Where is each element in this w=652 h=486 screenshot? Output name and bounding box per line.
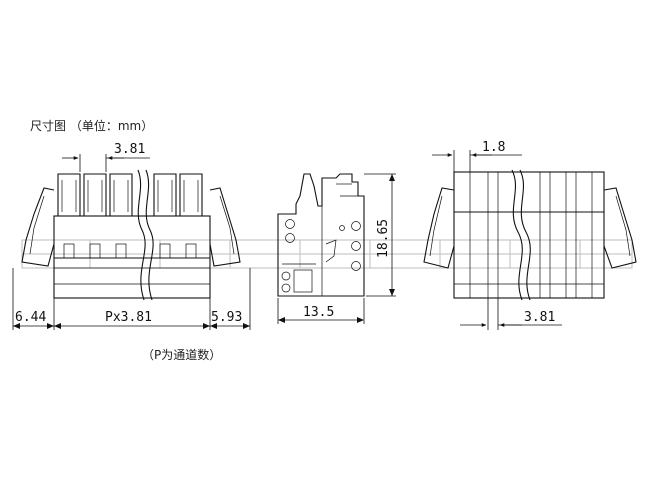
front-view: 3.81 6.44 Px3.81 5.93 bbox=[12, 142, 251, 330]
caption-title: 尺寸图 （单位：mm） bbox=[30, 119, 154, 133]
caption-note: （P为通道数） bbox=[142, 348, 222, 362]
side-depth-label: 13.5 bbox=[303, 305, 334, 320]
front-span-label: Px3.81 bbox=[105, 310, 152, 325]
front-left-offset-label: 6.44 bbox=[15, 310, 46, 325]
top-wall-label: 1.8 bbox=[482, 140, 505, 155]
top-pitch-label: 3.81 bbox=[524, 310, 555, 325]
top-view: 1.8 3.81 bbox=[423, 140, 637, 330]
side-height-label: 18.65 bbox=[376, 219, 391, 258]
side-view: 13.5 18.65 bbox=[277, 173, 396, 324]
front-pitch-label: 3.81 bbox=[114, 142, 145, 157]
front-right-offset-label: 5.93 bbox=[211, 310, 242, 325]
watermark bbox=[21, 239, 633, 269]
